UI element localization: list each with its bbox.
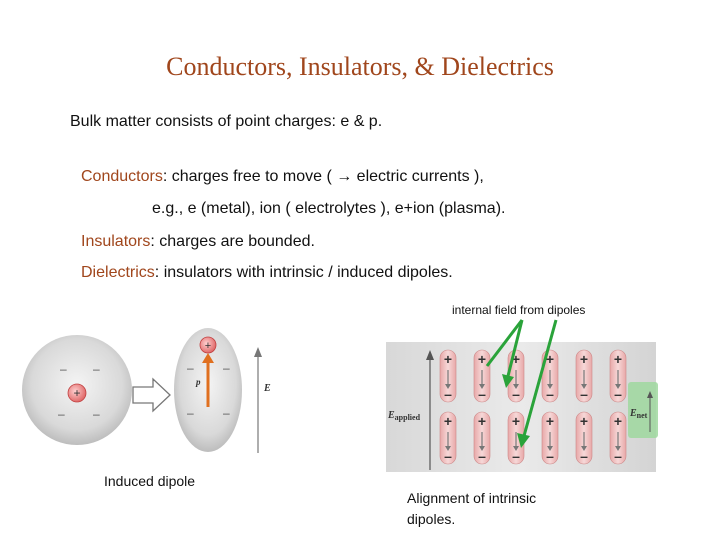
electron-minus: – xyxy=(187,361,194,375)
insulators-term: Insulators xyxy=(81,233,151,250)
dipole-plus: + xyxy=(512,413,520,429)
electron-minus: – xyxy=(93,407,100,421)
green-pointer-arrow xyxy=(506,319,524,377)
net-field-arrowhead xyxy=(647,391,653,398)
electron-minus: – xyxy=(58,407,65,421)
internal-field-caption: internal field from dipoles xyxy=(452,303,586,317)
dipole-minus: – xyxy=(614,386,622,402)
dipole-plus: + xyxy=(478,351,486,367)
dipole-plus: + xyxy=(444,351,452,367)
e-applied-symbol: E xyxy=(387,410,395,421)
electron-minus: – xyxy=(93,362,100,376)
dielectrics-term: Dielectrics xyxy=(81,264,155,281)
caption-pointers xyxy=(485,319,558,448)
dipole-minus: – xyxy=(614,448,622,464)
insulators-desc: : charges are bounded. xyxy=(150,233,315,250)
induced-dipole-caption: Induced dipole xyxy=(104,473,196,489)
dielectrics-desc: : insulators with intrinsic / induced di… xyxy=(154,264,453,281)
dipole-minus: – xyxy=(444,386,452,402)
alignment-caption-1: Alignment of intrinsic xyxy=(407,490,537,506)
dipole-minus: – xyxy=(546,448,554,464)
dielectrics-line: Dielectrics: insulators with intrinsic /… xyxy=(81,264,453,282)
electron-minus: – xyxy=(60,362,67,376)
e-applied-subscript: applied xyxy=(395,413,421,422)
e-net-subscript: net xyxy=(637,411,648,420)
dipole-plus: + xyxy=(580,351,588,367)
dipole-minus: – xyxy=(512,386,520,402)
dipole-minus: – xyxy=(580,448,588,464)
dipole-plus: + xyxy=(546,413,554,429)
displaced-plus: + xyxy=(205,340,211,352)
conductors-line: Conductors: charges free to move ( → ele… xyxy=(81,168,484,186)
green-arrowhead xyxy=(502,374,514,388)
e-applied-label: Eapplied xyxy=(387,410,421,422)
conductors-examples: e.g., e (metal), ion ( electrolytes ), e… xyxy=(152,200,506,217)
dipole-minus: – xyxy=(512,448,520,464)
page-title: Conductors, Insulators, & Dielectrics xyxy=(166,52,554,81)
insulators-line: Insulators: charges are bounded. xyxy=(81,233,315,251)
alignment-caption-2: dipoles. xyxy=(407,511,456,527)
induced-dipole-figure: + – – – – + p – – – – E xyxy=(22,328,271,453)
dipole-minus: – xyxy=(478,386,486,402)
p-label: p xyxy=(195,377,201,387)
dipole-signs: + + + + + + – – – – – – + + + + + + – – … xyxy=(444,351,622,464)
hollow-arrow-icon xyxy=(132,377,171,413)
e-net-label: Enet xyxy=(629,408,648,420)
nucleus-charge xyxy=(67,383,87,403)
applied-field-arrowhead xyxy=(426,350,434,360)
dipole-plus: + xyxy=(580,413,588,429)
dipole-plus: + xyxy=(512,351,520,367)
dipole-plus: + xyxy=(546,351,554,367)
dipole-minus: – xyxy=(444,448,452,464)
dipole-minus: – xyxy=(580,386,588,402)
e-net-symbol: E xyxy=(629,408,637,419)
electron-minus: – xyxy=(187,406,194,420)
nucleus-plus: + xyxy=(73,386,80,400)
dipole-minus: – xyxy=(478,448,486,464)
dipole-plus: + xyxy=(478,413,486,429)
dipole-arrowhead xyxy=(202,353,214,363)
green-pointer-arrow xyxy=(522,319,558,437)
internal-dipole-arrows xyxy=(447,370,619,446)
field-arrowhead xyxy=(254,347,262,357)
internal-dipole-arrowheads xyxy=(445,384,621,451)
e-field-label: E xyxy=(263,383,271,394)
electron-minus: – xyxy=(223,361,230,375)
dipole-plus: + xyxy=(614,413,622,429)
intro-text: Bulk matter consists of point charges: e… xyxy=(70,113,383,130)
dipole-minus: – xyxy=(546,386,554,402)
dipole-plus: + xyxy=(614,351,622,367)
electron-minus: – xyxy=(223,406,230,420)
conductors-desc: : charges free to move ( → electric curr… xyxy=(162,168,484,185)
green-pointer-arrow xyxy=(485,319,524,367)
conductors-term: Conductors xyxy=(81,168,163,185)
green-arrowhead xyxy=(517,433,530,448)
dipole-plus: + xyxy=(444,413,452,429)
